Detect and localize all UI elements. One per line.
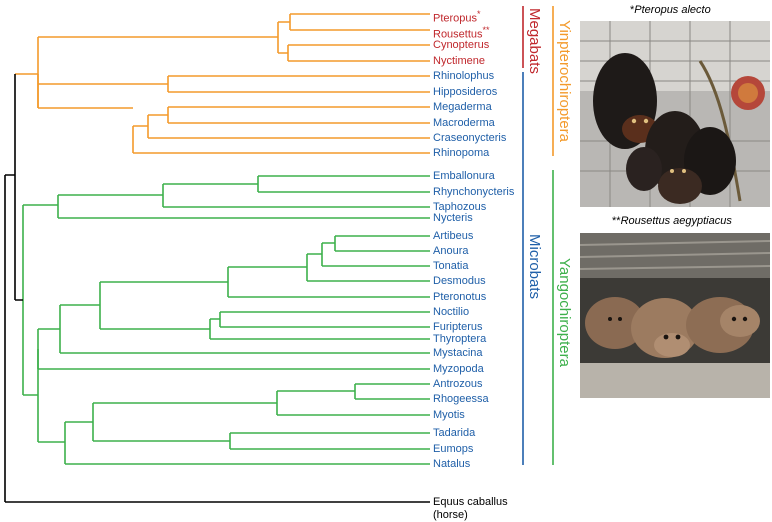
bat-photo-illustration	[580, 233, 770, 398]
taxon-label: Antrozous	[433, 378, 483, 390]
taxon-label: Taphozous	[433, 201, 487, 213]
branch	[37, 36, 278, 108]
branch	[334, 235, 430, 252]
branch	[99, 281, 228, 330]
taxon-label: Noctilio	[433, 306, 470, 318]
caption-text: Rousettus aegyptiacus	[620, 215, 732, 227]
branch	[306, 253, 430, 282]
branch	[289, 13, 430, 31]
branch	[257, 175, 430, 193]
branch	[321, 242, 430, 267]
taxon-label: Mystacina	[433, 347, 483, 359]
branch	[227, 266, 430, 298]
branch	[15, 73, 39, 108]
pteropus-alecto-photo	[580, 21, 770, 207]
branch	[167, 75, 430, 93]
taxon-label: Thyroptera	[433, 333, 487, 345]
taxon-label: Cynopterus	[433, 39, 490, 51]
taxon-label: Rhynchonycteris	[433, 186, 515, 198]
asterisk-mark: **	[482, 25, 490, 35]
asterisk-mark: *	[630, 4, 635, 16]
taxon-label: Emballonura	[433, 170, 495, 182]
branch	[354, 383, 430, 400]
taxon-label: Tadarida	[433, 427, 476, 439]
branch	[37, 328, 430, 370]
taxon-label: Artibeus	[433, 230, 474, 242]
taxon-label: Anoura	[433, 245, 469, 257]
photo-caption-top: *Pteropus alecto	[630, 4, 711, 16]
taxon-label: Rhogeessa	[433, 393, 489, 405]
taxon-label: Natalus	[433, 458, 471, 470]
taxon-label: Hipposideros	[433, 86, 498, 98]
rousettus-aegyptiacus-photo	[580, 233, 770, 398]
branch	[219, 311, 430, 328]
photo-caption-bottom: **Rousettus aegyptiacus	[612, 215, 732, 227]
taxon-label: Craseonycteris	[433, 132, 507, 144]
branch	[22, 204, 58, 396]
branch	[57, 194, 430, 219]
branch	[167, 106, 430, 124]
branch	[229, 432, 430, 450]
branch	[14, 74, 23, 301]
taxon-label: Pteronotus	[433, 291, 487, 303]
taxon-label: Pteropus*	[433, 8, 481, 26]
branch	[37, 349, 65, 443]
asterisk-mark: **	[612, 215, 621, 227]
megabats-label: Megabats	[526, 8, 543, 74]
branch	[92, 402, 277, 442]
yangochiroptera-branches	[22, 175, 430, 465]
caption-text: Pteropus alecto	[634, 4, 711, 16]
taxon-label: Rhinolophus	[433, 70, 495, 82]
branch	[147, 114, 430, 139]
taxon-label: Desmodus	[433, 275, 486, 287]
branch	[209, 318, 430, 340]
yinpterochiroptera-label: Yinpterochiroptera	[556, 20, 573, 143]
taxon-label: Nyctimene	[433, 55, 485, 67]
branch	[132, 125, 430, 154]
branch	[4, 174, 430, 503]
taxon-name: Rousettus	[433, 28, 483, 41]
branch	[287, 44, 430, 62]
yinpterochiroptera-branches	[15, 13, 430, 154]
branch	[276, 390, 430, 416]
outgroup-branches	[4, 74, 430, 503]
taxon-label: Furipterus	[433, 321, 483, 333]
taxon-label: Eumops	[433, 443, 474, 455]
taxon-label: Megaderma	[433, 101, 492, 113]
taxon-label: Tonatia	[433, 260, 469, 272]
taxon-label: Rousettus**	[433, 24, 490, 42]
branch	[64, 421, 430, 465]
outgroup-common-name: (horse)	[433, 509, 468, 521]
taxon-name: Pteropus	[433, 12, 478, 25]
outgroup-label: Equus caballus	[433, 496, 508, 508]
taxon-label: Myzopoda	[433, 363, 484, 375]
branch	[162, 183, 430, 208]
bat-photo-illustration	[580, 21, 770, 207]
taxon-label: Myotis	[433, 409, 465, 421]
taxon-label: Rhinopoma	[433, 147, 490, 159]
asterisk-mark: *	[477, 9, 481, 19]
taxon-label: Macroderma	[433, 117, 495, 129]
microbats-label: Microbats	[526, 234, 543, 299]
taxon-label: Nycteris	[433, 212, 473, 224]
yangochiroptera-label: Yangochiroptera	[556, 258, 573, 368]
